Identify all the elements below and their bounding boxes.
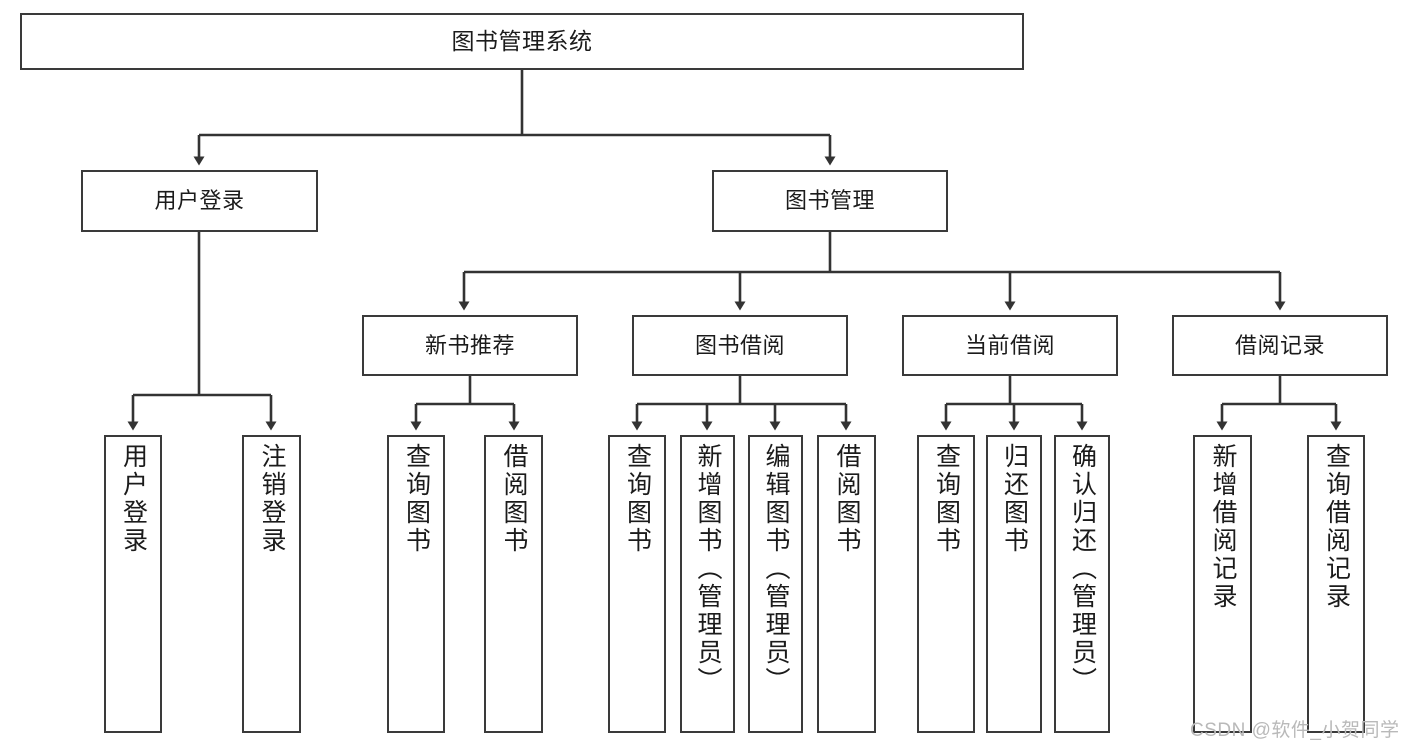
node-leaf-user-login-label: 用户登录	[119, 443, 148, 555]
node-borrow-record[interactable]: 借阅记录	[1172, 315, 1388, 376]
node-book-borrow-label: 图书借阅	[694, 332, 785, 358]
node-leaf-add-book-admin-label: 新增图书（管理员）	[694, 443, 722, 695]
node-leaf-borrow-book-rec-label: 借阅图书	[500, 443, 528, 555]
node-new-book-rec[interactable]: 新书推荐	[362, 315, 578, 376]
node-book-manage-label: 图书管理	[784, 188, 875, 214]
watermark: CSDN @软件_小贺同学	[1190, 720, 1400, 741]
node-current-borrow-label: 当前借阅	[964, 332, 1055, 358]
node-leaf-add-book-admin[interactable]: 新增图书（管理员）	[680, 435, 735, 733]
node-leaf-user-login[interactable]: 用户登录	[104, 435, 162, 733]
node-user-login-label: 用户登录	[154, 188, 245, 214]
node-book-borrow[interactable]: 图书借阅	[632, 315, 848, 376]
node-borrow-record-label: 借阅记录	[1234, 332, 1325, 358]
node-book-manage[interactable]: 图书管理	[712, 170, 948, 232]
node-leaf-query-book-rec[interactable]: 查询图书	[387, 435, 445, 733]
node-leaf-return-book[interactable]: 归还图书	[986, 435, 1042, 733]
node-leaf-logout[interactable]: 注销登录	[242, 435, 301, 733]
node-leaf-add-borrow-record[interactable]: 新增借阅记录	[1193, 435, 1252, 733]
node-current-borrow[interactable]: 当前借阅	[902, 315, 1118, 376]
node-leaf-edit-book-admin[interactable]: 编辑图书（管理员）	[748, 435, 803, 733]
node-leaf-return-book-label: 归还图书	[1000, 443, 1029, 555]
node-leaf-add-borrow-record-label: 新增借阅记录	[1209, 443, 1237, 611]
node-root[interactable]: 图书管理系统	[20, 13, 1024, 70]
node-leaf-edit-book-admin-label: 编辑图书（管理员）	[762, 443, 790, 695]
node-leaf-borrow-book-label: 借阅图书	[833, 443, 861, 555]
node-leaf-borrow-book[interactable]: 借阅图书	[817, 435, 876, 733]
node-leaf-query-book-rec-label: 查询图书	[402, 443, 431, 555]
node-leaf-query-borrow-record-label: 查询借阅记录	[1322, 443, 1351, 611]
node-leaf-confirm-return-admin[interactable]: 确认归还（管理员）	[1054, 435, 1110, 733]
node-leaf-query-borrow-record[interactable]: 查询借阅记录	[1307, 435, 1365, 733]
node-leaf-query-book-current-label: 查询图书	[932, 443, 961, 555]
node-leaf-query-book-borrow[interactable]: 查询图书	[608, 435, 666, 733]
node-leaf-confirm-return-admin-label: 确认归还（管理员）	[1068, 443, 1097, 695]
node-leaf-query-book-current[interactable]: 查询图书	[917, 435, 975, 733]
node-leaf-logout-label: 注销登录	[258, 443, 286, 555]
node-user-login[interactable]: 用户登录	[81, 170, 318, 232]
node-leaf-query-book-borrow-label: 查询图书	[623, 443, 652, 555]
node-leaf-borrow-book-rec[interactable]: 借阅图书	[484, 435, 543, 733]
node-root-label: 图书管理系统	[451, 27, 593, 54]
node-new-book-rec-label: 新书推荐	[424, 332, 515, 358]
